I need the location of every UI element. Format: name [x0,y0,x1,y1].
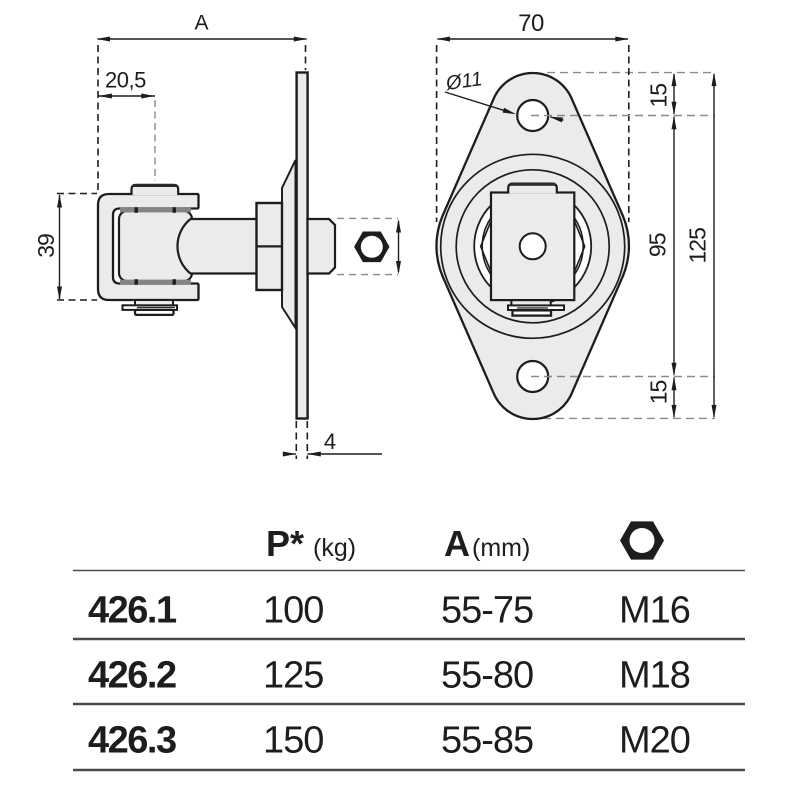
svg-text:M20: M20 [619,720,690,762]
svg-text:95: 95 [645,233,671,257]
svg-text:150: 150 [263,720,323,762]
svg-text:15: 15 [646,84,672,108]
svg-text:125: 125 [263,655,323,697]
svg-text:20,5: 20,5 [105,68,146,93]
svg-text:100: 100 [263,590,323,632]
svg-text:Ø11: Ø11 [444,68,484,95]
svg-text:A: A [444,523,470,564]
svg-text:(kg): (kg) [313,534,356,562]
svg-text:(mm): (mm) [472,534,530,562]
svg-text:426.1: 426.1 [88,590,177,632]
svg-text:55-80: 55-80 [441,655,533,697]
svg-text:M18: M18 [619,655,690,697]
svg-text:55-85: 55-85 [441,720,533,762]
svg-text:39: 39 [33,234,59,258]
svg-text:P*: P* [266,523,304,564]
svg-text:426.3: 426.3 [88,720,176,762]
svg-text:M16: M16 [619,590,690,632]
svg-text:4: 4 [324,429,336,454]
svg-text:125: 125 [684,228,710,264]
svg-text:70: 70 [518,10,544,37]
svg-text:426.2: 426.2 [88,655,176,697]
svg-text:A: A [194,12,208,35]
svg-text:55-75: 55-75 [441,590,533,632]
svg-text:15: 15 [646,381,672,405]
